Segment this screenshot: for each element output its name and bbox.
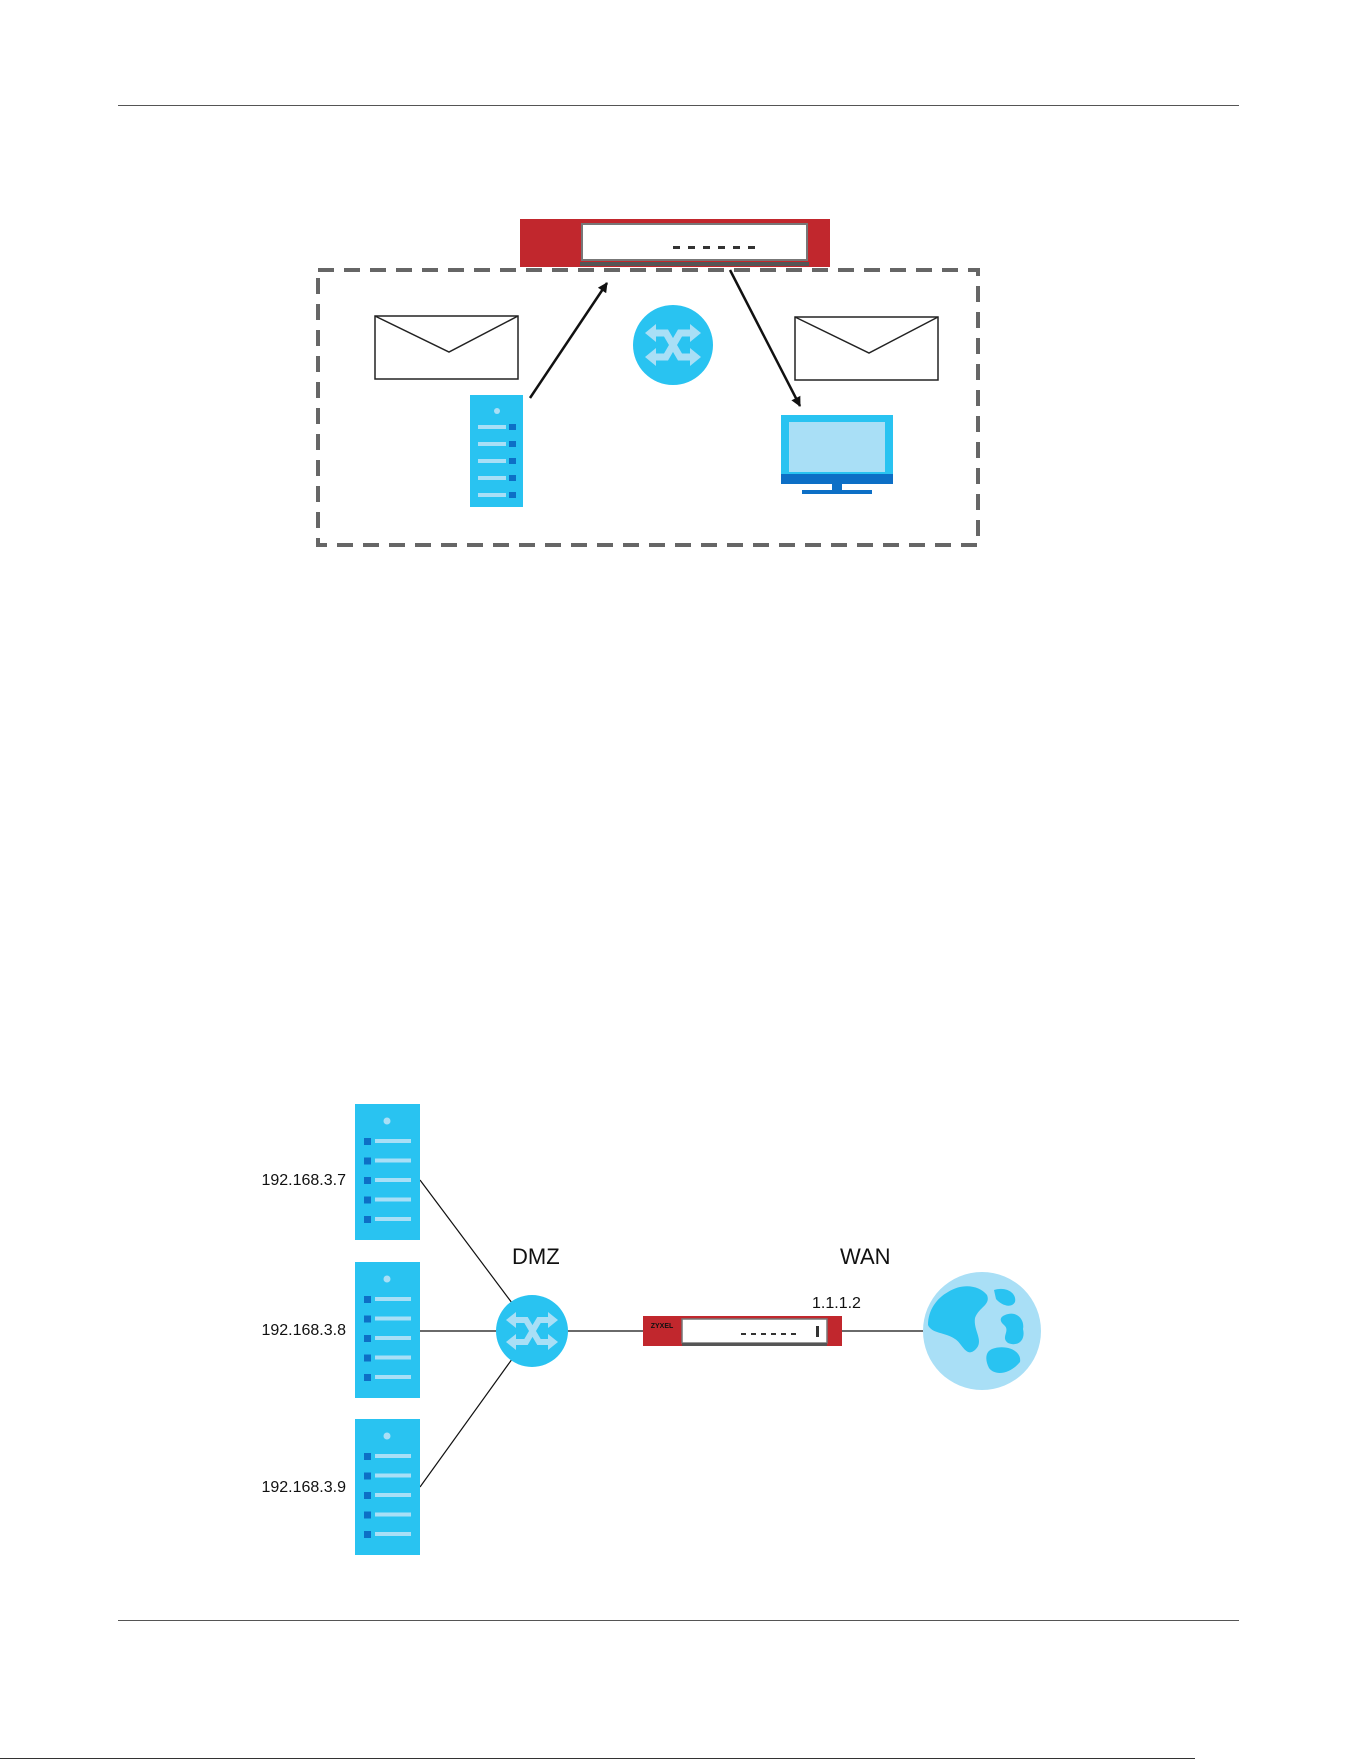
envelope-icon (795, 317, 938, 380)
server-stack (355, 1104, 420, 1555)
diagram-2-dmz-network: ZYXEL D (261, 1104, 1041, 1555)
zone-boundary (318, 270, 978, 545)
server-icon (355, 1262, 420, 1398)
arrow-firewall-to-monitor (730, 270, 800, 406)
server-icon (470, 395, 523, 507)
switch-icon (496, 1295, 568, 1367)
monitor-icon (781, 415, 893, 494)
envelope-icon (375, 316, 518, 379)
server-ip-label: 192.168.3.9 (261, 1479, 346, 1496)
firewall-icon: ZYXEL (643, 1316, 842, 1346)
server-ip-label: 192.168.3.8 (261, 1322, 346, 1339)
switch-icon (633, 305, 713, 385)
firewall-icon (520, 219, 830, 267)
server-icon (355, 1104, 420, 1240)
arrow-server-to-firewall (530, 283, 607, 398)
wan-ip-label: 1.1.1.2 (812, 1295, 861, 1312)
server-ip-label: 192.168.3.7 (261, 1172, 346, 1189)
firewall-brand-label: ZYXEL (651, 1323, 674, 1330)
server-ip-labels: 192.168.3.7 192.168.3.8 192.168.3.9 (261, 1172, 346, 1496)
diagram-1-intra-zone (318, 219, 978, 545)
wan-label: WAN (840, 1244, 891, 1269)
dmz-label: DMZ (512, 1244, 560, 1269)
server-icon (355, 1419, 420, 1555)
globe-icon (923, 1272, 1041, 1390)
